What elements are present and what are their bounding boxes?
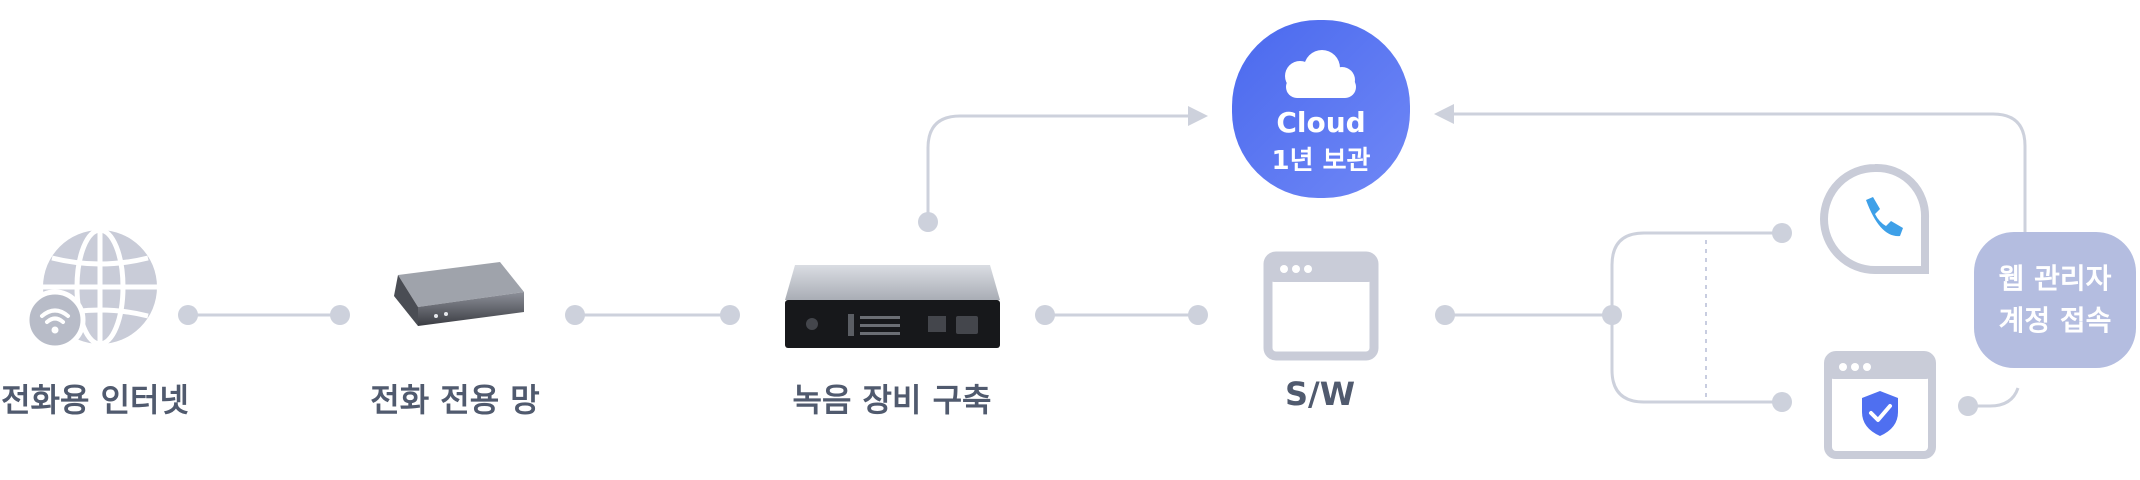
branch-bottom (1610, 315, 1782, 404)
shield-check-icon (1862, 391, 1898, 436)
branch-top (1610, 231, 1782, 315)
cloud-icon (1285, 50, 1356, 98)
globe-wifi-icon (24, 227, 157, 351)
network-device-icon (394, 262, 524, 326)
label-phone-network: 전화 전용 망 (370, 381, 540, 419)
web-admin-pill (1974, 232, 2136, 368)
arrow-into-cloud-left (1188, 106, 1208, 126)
web-admin-line2: 계정 접속 (1998, 304, 2112, 337)
link-recorder-cloud (926, 114, 1192, 222)
label-software: S/W (1284, 375, 1356, 413)
cloud-retention: 1년 보관 (1271, 146, 1371, 176)
cloud-title: Cloud (1276, 106, 1366, 139)
connector-dots (178, 212, 1978, 416)
recording-device-icon (785, 265, 1000, 348)
label-recorder: 녹음 장비 구축 (792, 381, 992, 419)
connector-lines (188, 112, 2027, 408)
link-admin-cloud (1448, 112, 2027, 232)
cloud-badge (1232, 20, 1410, 198)
secure-window-icon (1824, 351, 1936, 459)
arrow-into-cloud-right (1434, 104, 1454, 124)
web-admin-line1: 웹 관리자 (1998, 262, 2112, 295)
phone-icon (1866, 197, 1903, 237)
label-internet: 전화용 인터넷 (1, 381, 189, 419)
app-window-icon (1263, 251, 1379, 361)
link-secure-admin (1968, 387, 2020, 408)
phone-bubble (1820, 163, 1930, 274)
